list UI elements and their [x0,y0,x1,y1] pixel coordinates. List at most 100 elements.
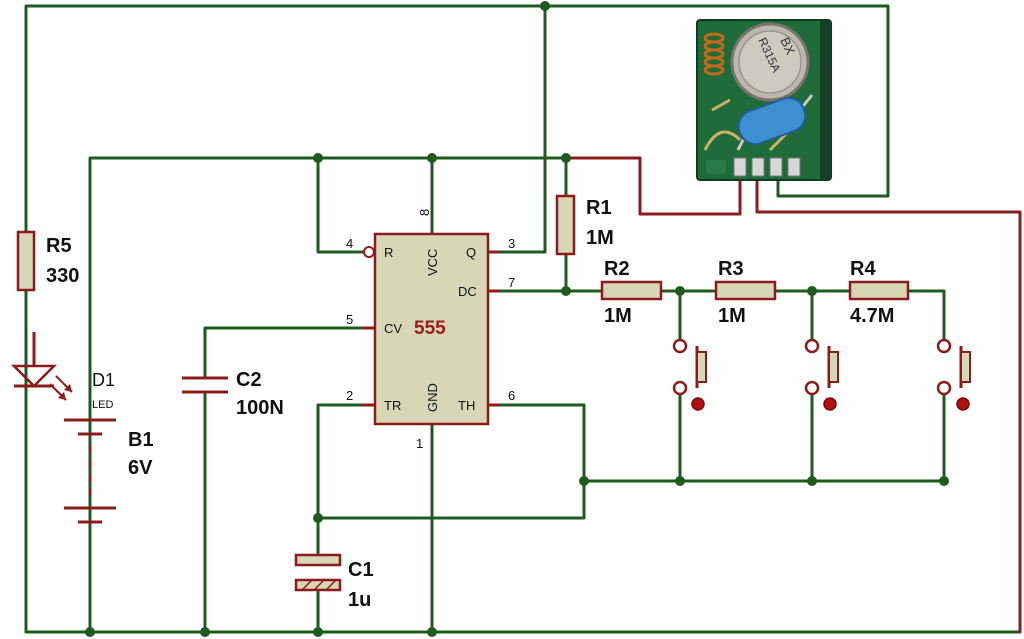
wire-cv [203,326,364,378]
r3-ref: R3 [718,258,744,280]
r1-resistor: R1 1M [555,194,614,256]
rf-module-blue-capacitor [736,94,814,151]
r4-value: 4.7M [850,305,894,327]
ic-555: 4 5 2 3 7 6 8 1 R CV TR Q DC TH VCC GND … [346,209,515,451]
c2-ref: C2 [236,369,262,391]
junction [579,476,589,486]
led-ray-arrow-1 [64,384,72,392]
r2-ref: R2 [604,258,630,280]
push-button-contact-bottom [936,380,952,396]
push-button-cap [828,351,839,383]
push-button-contact-bottom [804,380,820,396]
junction [200,627,210,637]
pin-number-vcc: 8 [417,209,432,216]
junction [675,286,685,296]
pin-name-r: R [384,245,393,260]
led-triangle [10,364,58,388]
junction [939,476,949,486]
r4-resistor: R4 4.7M [848,258,910,327]
c1-hatch [301,579,313,591]
r4-ref: R4 [850,258,876,280]
ic-label: 555 [414,318,446,339]
rf-module-pin [733,157,747,177]
r1-body [555,194,576,256]
r5-resistor: R5 330 [16,230,79,292]
pin-number-th: 6 [508,388,515,403]
push-button-contact-top [804,338,820,354]
rf-module-resonator-rim [738,30,802,94]
d1-led: D1 LED [10,332,115,411]
rf-module-pin [769,157,783,177]
led-ray-arrow-2 [58,392,66,400]
pin-number-gnd: 1 [416,436,423,451]
c1-hatch [313,579,325,591]
c2-capacitor: C2 100N [182,369,284,419]
r3-resistor: R3 1M [714,258,777,327]
pin-number-q: 3 [508,236,515,251]
r2-value: 1M [604,305,632,327]
junction [313,627,323,637]
wire-tr [316,403,364,557]
pin-number-dc: 7 [508,275,515,290]
d1-ref: D1 [92,370,115,390]
rf-wires [564,156,1022,634]
junction [807,286,817,296]
junction [561,286,571,296]
junction [561,153,571,163]
junction [427,627,437,637]
r5-body [16,230,36,292]
push-button-indicator [956,397,970,411]
rf-module-can-text-top: BX [777,35,798,57]
pin-r-bubble [363,246,375,258]
rf-transmitter-module: BX R315A [696,19,832,181]
push-button-cap [696,351,707,383]
push-button-3[interactable] [936,338,971,411]
push-button-1[interactable] [672,338,707,411]
push-button-2[interactable] [804,338,839,411]
pin-name-tr: TR [384,398,401,413]
b1-ref: B1 [128,429,154,451]
push-button-indicator [823,397,837,411]
c2-value: 100N [236,397,284,419]
rf-module-pcb-edge [820,20,831,180]
d1-value: LED [92,399,113,411]
wire-th [316,403,586,520]
r1-ref: R1 [586,197,612,219]
junction [427,153,437,163]
junction [85,627,95,637]
r3-value: 1M [718,305,746,327]
c1-capacitor: C1 1u [294,553,374,611]
c1-ref: C1 [348,559,374,581]
junction [807,476,817,486]
rf-module-pin [787,157,801,177]
pin-name-th: TH [458,398,475,413]
push-button-contact-bottom [672,380,688,396]
junctions [85,1,949,637]
push-button-contact-top [672,338,688,354]
junction [313,513,323,523]
r2-body [600,280,663,301]
rf-module-pin-shadow [706,160,726,174]
pin-name-q: Q [466,245,476,260]
b1-battery: B1 6V [64,418,154,524]
wire-rf-vcc [564,156,742,216]
c1-value: 1u [348,589,371,611]
r4-body [848,280,910,301]
wire-top-rail [24,4,890,634]
push-button-indicator [691,397,705,411]
push-button-contact-top [936,338,952,354]
push-button-cap [960,351,971,383]
wire-reset [316,156,364,254]
c1-plate-top [294,553,342,567]
c1-hatch [325,579,337,591]
pin-name-gnd: GND [425,383,440,412]
r3-body [714,280,777,301]
r5-ref: R5 [46,235,72,257]
pin-name-cv: CV [384,321,402,336]
pin-name-dc: DC [458,284,477,299]
rf-module-coil [703,32,725,76]
b1-value: 6V [128,457,153,479]
pin-name-vcc: VCC [425,249,440,276]
r1-value: 1M [586,227,614,249]
